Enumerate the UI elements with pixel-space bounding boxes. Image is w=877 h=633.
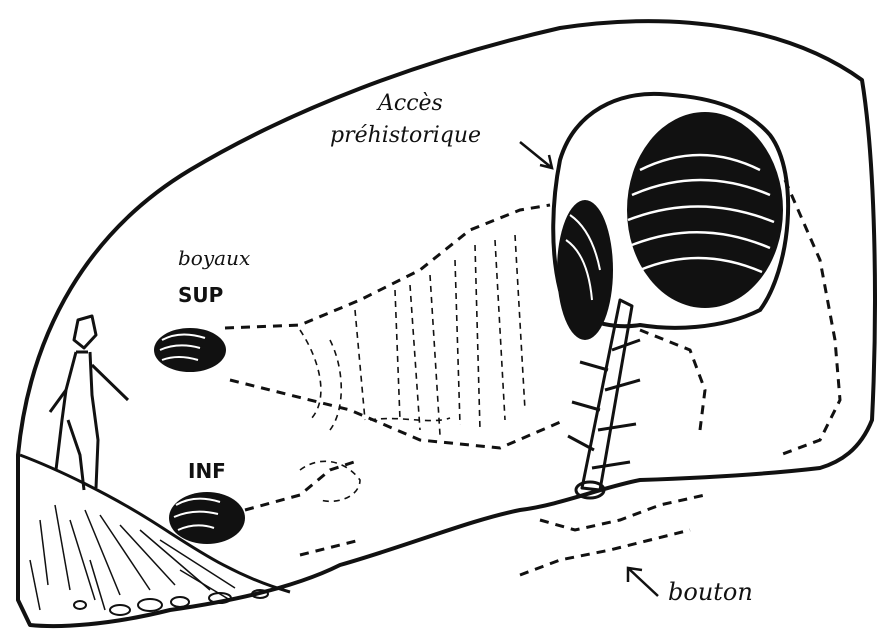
sup-opening xyxy=(154,328,226,372)
label-acces-line1: Accès xyxy=(376,91,443,116)
label-acces-line2: préhistorique xyxy=(330,123,481,148)
label-inf: INF xyxy=(188,459,226,483)
bouton-arrow-icon xyxy=(628,568,658,596)
human-figure-icon xyxy=(50,316,128,490)
prehistoric-entrance-shaft xyxy=(557,112,783,340)
inf-opening xyxy=(169,492,245,544)
label-bouton: bouton xyxy=(668,578,753,606)
label-sup: SUP xyxy=(178,283,223,307)
ground-slope xyxy=(20,455,290,592)
acces-arrow-icon xyxy=(520,142,552,168)
label-boyaux: boyaux xyxy=(178,246,250,270)
